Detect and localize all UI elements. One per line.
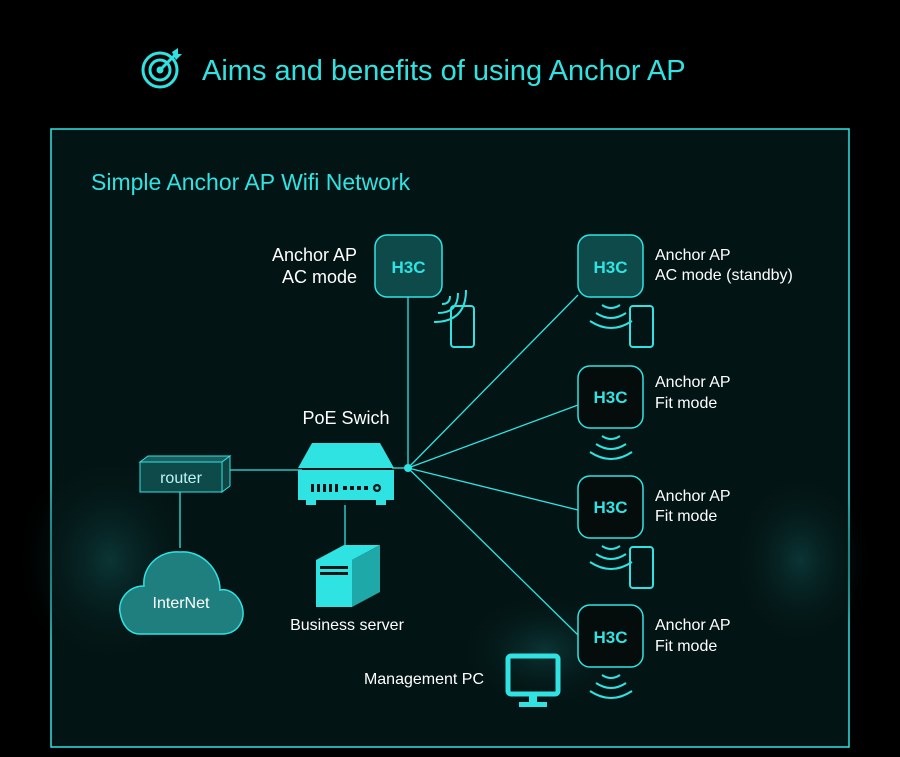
ap-fit3-label-line2: Fit mode (655, 638, 717, 655)
router-label: router (160, 470, 202, 487)
diagram-panel (50, 128, 850, 748)
phone-icon (450, 305, 475, 348)
ap-fit1-label-line1: Anchor AP (655, 374, 731, 391)
server-icon (316, 545, 380, 607)
ap-fit2-label-line1: Anchor AP (655, 488, 731, 505)
pc-label: Management PC (364, 671, 484, 688)
ap-fit1-label-line2: Fit mode (655, 395, 717, 412)
phone-icon (629, 305, 654, 348)
connection-lines (179, 294, 579, 636)
poe-switch-icon (298, 443, 394, 505)
cloud-icon (119, 551, 244, 635)
header-target-icon (141, 48, 182, 89)
ap-ac-label-line1: Anchor AP (272, 245, 357, 265)
ap-fit3-label-line1: Anchor AP (655, 617, 731, 634)
ap-fit-2: H3C (577, 475, 644, 539)
page-title: Aims and benefits of using Anchor AP (202, 55, 686, 87)
ap-standby-brand: H3C (593, 258, 627, 277)
ap-standby-label-line2: AC mode (standby) (655, 267, 793, 284)
wifi-signal-icon (589, 304, 633, 329)
ap-ac-label-line2: AC mode (282, 267, 357, 287)
ap-ac-brand: H3C (391, 258, 425, 277)
switch-hub-dot (404, 464, 412, 472)
ap-ac-mode: H3C (374, 234, 443, 298)
server-label: Business server (290, 617, 404, 634)
router-icon (138, 455, 232, 493)
wifi-signal-icon (433, 289, 467, 323)
phone-icon (629, 546, 654, 589)
ap-fit-3: H3C (577, 604, 644, 668)
ap-standby: H3C (577, 234, 644, 298)
ap-fit3-brand: H3C (593, 628, 627, 647)
internet-label: InterNet (153, 595, 210, 612)
ap-fit1-brand: H3C (593, 388, 627, 407)
ap-fit2-brand: H3C (593, 498, 627, 517)
wifi-signal-icon (589, 545, 633, 570)
monitor-icon (505, 653, 561, 707)
diagram-title: Simple Anchor AP Wifi Network (91, 169, 411, 195)
ap-standby-label-line1: Anchor AP (655, 247, 731, 264)
wifi-signal-icon (589, 674, 633, 699)
ap-fit2-label-line2: Fit mode (655, 508, 717, 525)
switch-label: PoE Swich (302, 408, 389, 428)
ap-fit-1: H3C (577, 365, 644, 429)
wifi-signal-icon (589, 435, 633, 460)
